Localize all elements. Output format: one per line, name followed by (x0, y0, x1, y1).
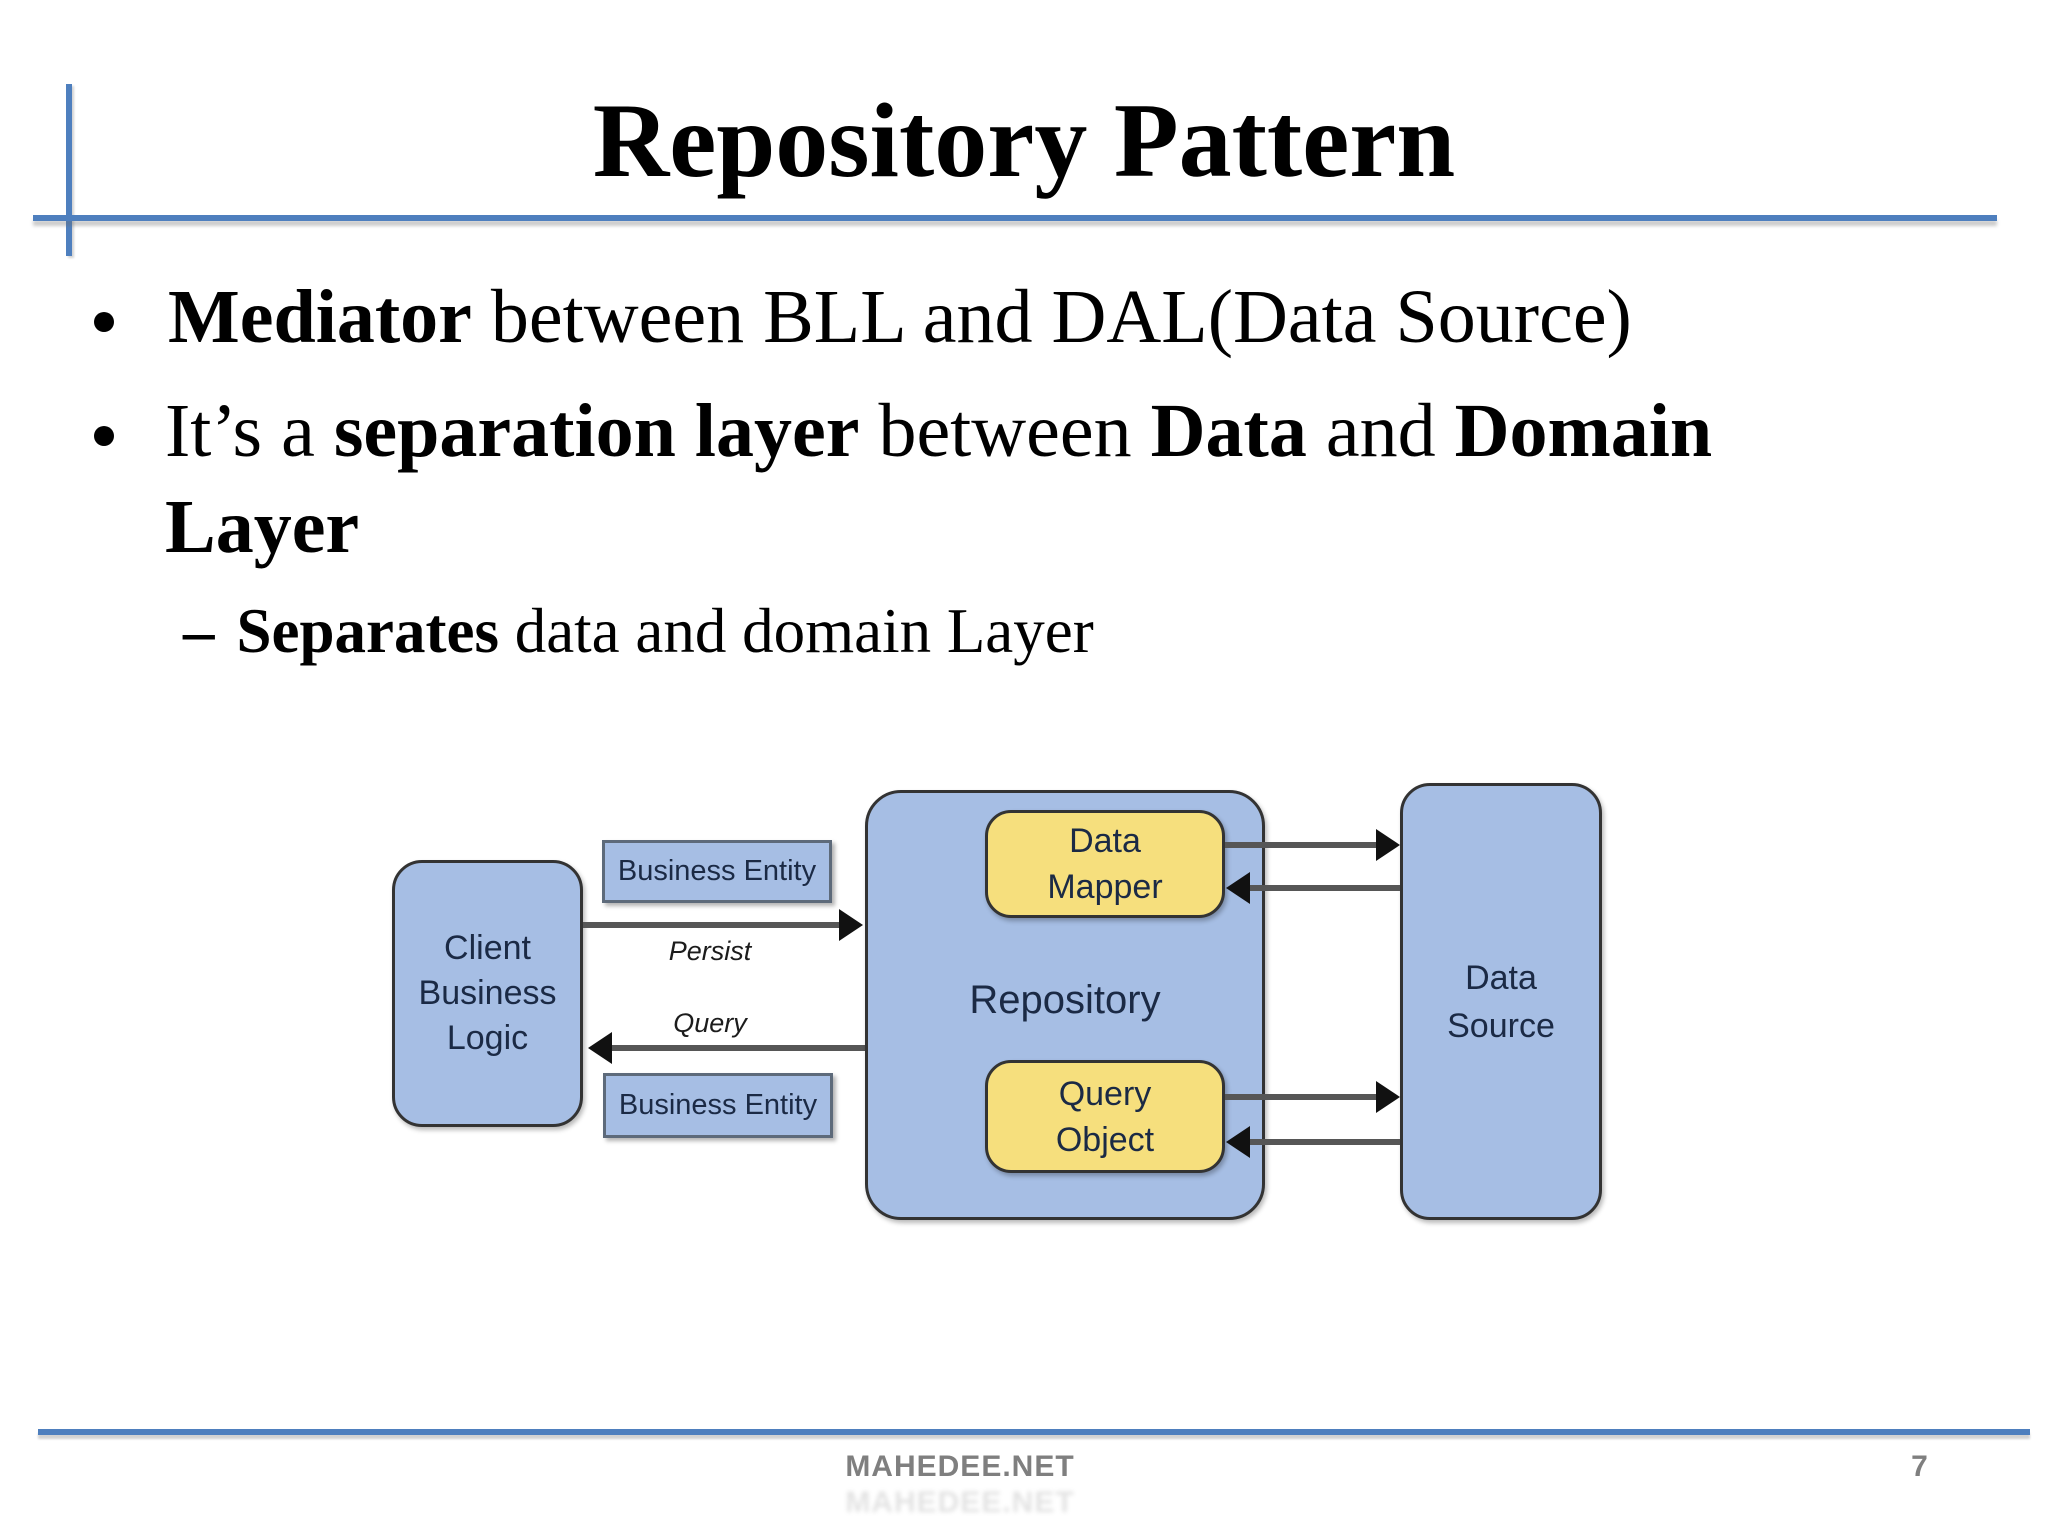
page-title: Repository Pattern (592, 82, 1456, 199)
query-arrowhead-left-icon (588, 1032, 612, 1064)
persist-arrow-line (583, 922, 841, 928)
footer-divider-line (38, 1429, 2030, 1435)
client-line1: Client (444, 929, 531, 967)
bullet-mediator: Mediator between BLL and DAL(Data Source… (168, 279, 1632, 355)
data-mapper-box: Data Mapper (985, 810, 1225, 918)
data-mapper-line2: Mapper (1047, 868, 1163, 906)
client-line3: Logic (446, 1019, 529, 1057)
business-entity-top-box: Business Entity (602, 840, 832, 903)
vertical-accent-line (66, 84, 72, 256)
qo-out-arrowhead-right-icon (1376, 1081, 1400, 1113)
client-business-logic-label: Client Business Logic (419, 926, 557, 1061)
bullet-text: and (1306, 389, 1455, 473)
bullet-text: data and domain Layer (498, 596, 1094, 666)
client-business-logic-box: Client Business Logic (392, 860, 583, 1127)
bullet-separation-layer-line1: It’s a separation layer between Data and… (165, 393, 1712, 469)
bullet-text-bold: Separates (236, 596, 499, 666)
query-object-label: Query Object (1056, 1071, 1154, 1163)
dm-out-line (1225, 842, 1381, 848)
sub-bullet-separates: –Separates data and domain Layer (183, 600, 1094, 663)
query-object-line1: Query (1058, 1074, 1152, 1113)
dm-in-arrowhead-left-icon (1226, 872, 1250, 904)
title-divider-line (33, 215, 1997, 221)
data-source-line2: Source (1447, 1006, 1555, 1045)
repository-label: Repository (969, 978, 1161, 1022)
bullet-marker (94, 426, 114, 446)
data-mapper-line1: Data (1069, 822, 1141, 860)
query-label: Query (673, 1008, 747, 1038)
page-number: 7 (1911, 1450, 1929, 1483)
qo-in-line (1250, 1139, 1400, 1145)
query-arrow-line (610, 1045, 865, 1051)
bullet-text-bold: Domain (1454, 389, 1713, 473)
data-mapper-label: Data Mapper (1047, 818, 1162, 910)
data-source-box: Data Source (1400, 783, 1602, 1220)
business-entity-bottom-box: Business Entity (603, 1073, 833, 1138)
footer-site: MAHEDEE.NET (845, 1450, 1075, 1483)
dm-out-arrowhead-right-icon (1376, 829, 1400, 861)
data-source-label: Data Source (1447, 954, 1555, 1050)
footer-site-reflection: MAHEDEE.NET (845, 1486, 1075, 1519)
bullet-text: It’s a (165, 389, 334, 473)
bullet-marker (94, 312, 114, 332)
persist-arrowhead-right-icon (839, 909, 863, 941)
bullet-text-bold: Mediator (168, 275, 472, 359)
query-object-box: Query Object (985, 1060, 1225, 1173)
bullet-text: between BLL and DAL(Data Source) (471, 275, 1632, 359)
data-source-line1: Data (1465, 958, 1537, 997)
bullet-separation-layer-line2: Layer (165, 485, 360, 569)
sub-bullet-dash: – (183, 596, 215, 666)
dm-in-line (1250, 885, 1400, 891)
bullet-text-bold: separation layer (333, 389, 860, 473)
client-line2: Business (418, 974, 557, 1012)
qo-out-line (1225, 1094, 1381, 1100)
bullet-text-bold: Data (1150, 389, 1307, 473)
persist-label: Persist (668, 936, 752, 966)
qo-in-arrowhead-left-icon (1226, 1126, 1250, 1158)
query-object-line2: Object (1055, 1120, 1155, 1159)
bullet-text: between (859, 389, 1151, 473)
